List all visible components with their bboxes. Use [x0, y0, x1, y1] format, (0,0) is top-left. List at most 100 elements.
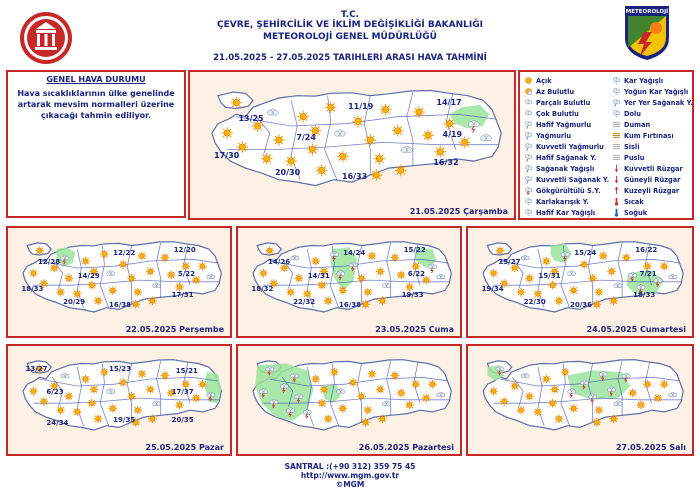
sun-icon	[160, 371, 170, 380]
legend-label: Kar Yağışlı	[624, 76, 664, 85]
sun-icon	[311, 374, 320, 384]
sun-icon	[421, 275, 431, 285]
temperature-label: 24/34	[46, 418, 69, 427]
sun-icon	[548, 280, 557, 290]
sun-icon	[361, 417, 371, 427]
temperature-label: 15/24	[574, 249, 597, 258]
partly-cloudy-icon	[334, 129, 346, 137]
temperature-label: 15/31	[538, 271, 561, 280]
region-border	[263, 397, 450, 404]
legend-label: Kuzeyli Rüzgar	[624, 186, 680, 195]
thunder-icon	[524, 186, 533, 196]
sun-icon	[302, 289, 312, 299]
region-border	[33, 279, 220, 286]
heavy-snow-icon	[612, 87, 621, 96]
region-border	[587, 363, 593, 423]
sun-icon	[29, 268, 38, 278]
temperature-label: 14/24	[343, 249, 366, 258]
temperature-label: 16/22	[635, 245, 658, 254]
legend-item: Kuvvetli Sağanak Y.	[524, 175, 609, 184]
north-wind-icon	[612, 186, 621, 195]
hail-icon	[612, 109, 621, 118]
partly-cloudy-icon	[567, 270, 576, 276]
region-border	[413, 362, 421, 404]
temperature-label: 15/23	[109, 365, 132, 374]
rain-area	[449, 105, 490, 129]
legend-item: Çok Bulutlu	[524, 109, 579, 118]
sun-icon	[541, 374, 551, 384]
temperature-label: 22/30	[523, 297, 546, 306]
sun-icon	[594, 287, 604, 297]
sun-icon	[548, 398, 557, 408]
region-border	[499, 376, 680, 387]
thunder-icon	[636, 284, 646, 294]
sun-icon	[286, 287, 295, 297]
sun-icon	[175, 282, 184, 292]
sun-icon	[100, 367, 109, 377]
sun-icon	[434, 145, 447, 158]
haze-icon	[612, 153, 621, 162]
sun-icon	[285, 155, 297, 167]
region-border	[386, 242, 392, 298]
footer-phone: SANTRAL :(+90 312) 359 75 45	[284, 462, 416, 471]
sun-icon	[269, 279, 279, 288]
temperature-label: 16/38	[109, 300, 132, 309]
meteoroloji-logo: METEOROLOJİ	[622, 4, 672, 62]
sun-icon	[592, 299, 602, 309]
region-border	[537, 366, 545, 426]
map-canvas	[211, 89, 502, 187]
sun-icon	[148, 296, 157, 306]
sun-icon	[489, 386, 498, 396]
sun-icon	[379, 103, 392, 116]
sun-icon	[363, 405, 373, 415]
map-date-label: 22.05.2025 Perşembe	[125, 325, 224, 334]
legend-item: Sisli	[612, 142, 639, 151]
rain-icon	[524, 131, 533, 140]
sun-icon	[309, 124, 322, 137]
sun-icon	[89, 267, 99, 276]
partly-cloudy-icon	[436, 273, 446, 280]
legend-label: Kuvvetli Sağanak Y.	[536, 175, 610, 184]
region-border	[156, 360, 162, 416]
legend-item: Puslu	[612, 153, 644, 162]
sun-icon	[127, 274, 136, 283]
region-border	[617, 360, 623, 416]
footer-url[interactable]: http://www.mgm.gov.tr	[300, 471, 400, 480]
thunder-icon	[294, 393, 304, 404]
sun-icon	[131, 299, 141, 309]
temperature-label: 13/27	[25, 365, 48, 374]
sun-icon	[160, 253, 170, 262]
sun-icon	[93, 414, 103, 424]
legend-item: Gökgürültülü S.Y.	[524, 186, 601, 196]
temperature-label: 12/20	[173, 245, 196, 254]
partly-cloudy-icon	[613, 400, 623, 406]
sun-icon	[495, 246, 505, 255]
map-date-label: 21.05.2025 Çarşamba	[409, 207, 508, 216]
legend-label: Karlakarışık Y.	[536, 197, 589, 206]
sun-icon	[175, 400, 184, 410]
thunder-icon	[621, 372, 631, 383]
sun-icon	[311, 256, 320, 266]
sun-icon	[131, 417, 141, 427]
sun-icon	[133, 405, 143, 415]
sun-icon	[100, 249, 109, 259]
legend-item: Karlakarışık Y.	[524, 197, 589, 206]
thunder-icon	[348, 261, 358, 272]
region-border	[156, 242, 162, 298]
light-rain-icon	[524, 120, 533, 129]
legend-label: Açık	[536, 76, 552, 85]
thunder-icon	[60, 254, 70, 265]
sun-icon	[87, 398, 97, 408]
temperature-label: 16/38	[339, 300, 362, 309]
partly-cloudy-icon	[524, 98, 533, 107]
legend-label: Az Bulutlu	[536, 87, 575, 96]
temperature-label: 19/35	[113, 415, 136, 424]
legend-label: Güneyli Rüzgar	[624, 175, 681, 184]
thunder-icon	[265, 366, 275, 376]
region-border	[306, 248, 314, 308]
sun-icon	[118, 378, 128, 387]
sun-icon	[352, 115, 364, 128]
sun-icon	[524, 76, 533, 85]
sun-icon	[411, 261, 421, 271]
thunder-icon	[653, 277, 663, 288]
